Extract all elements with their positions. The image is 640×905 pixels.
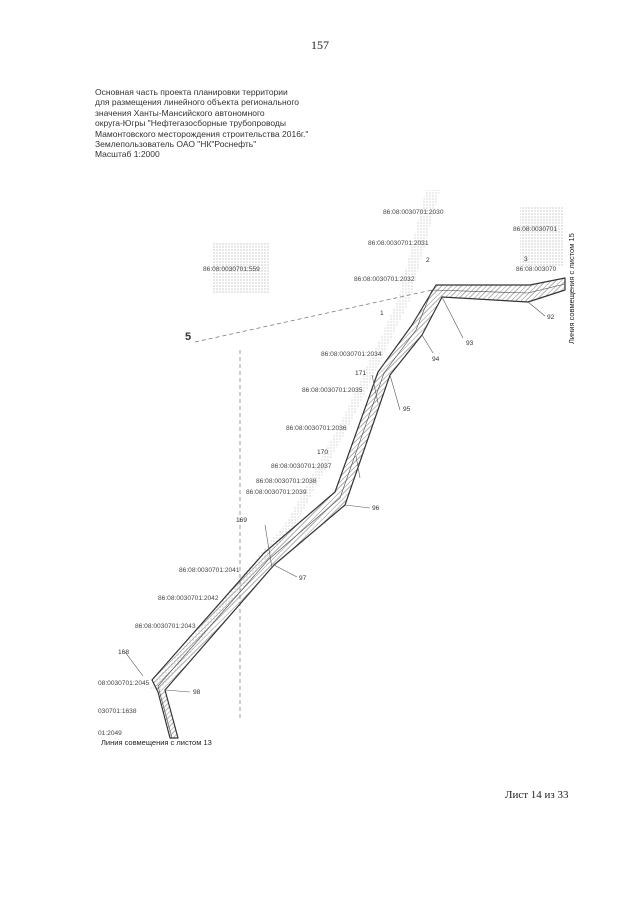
- reference-line: [194, 289, 433, 343]
- title-line: для размещения линейного объекта региона…: [95, 97, 299, 108]
- title-line: Основная часть проекта планировки террит…: [95, 87, 288, 97]
- point-label: 94: [432, 356, 440, 363]
- point-label: 1: [380, 310, 384, 317]
- parcel-label: 030701:1638: [98, 708, 137, 715]
- land-user-line: Землепользователь ОАО "НК"Роснефть": [95, 139, 257, 150]
- point-label: 3: [524, 256, 528, 263]
- parcel-label: 86:08:0030701:2030: [383, 209, 444, 216]
- point-label: 98: [193, 689, 201, 696]
- point-leaders: [124, 296, 546, 693]
- match-line-bottom: Линия совмещения с листом 13: [101, 738, 212, 747]
- title-line: Мамонтовского месторождения строительств…: [95, 128, 309, 139]
- parcel-label: 86:08:0030701:2039: [246, 489, 307, 496]
- parcel-label: 86:08:0030701:2043: [135, 623, 196, 630]
- parcel-label: 86:08:003070: [516, 266, 557, 273]
- parcel-label: 08:0030701:2045: [98, 680, 150, 687]
- pipeline-centerline: [431, 283, 566, 294]
- parcel-label: 86:08:0030701: [513, 226, 557, 233]
- scale-line: Масштаб 1:2000: [95, 149, 160, 160]
- title-line: значения Ханты-Мансийского автономного: [95, 107, 265, 118]
- point-label: 168: [118, 649, 129, 656]
- parcel-label: 86:08:0030701:2038: [256, 478, 317, 485]
- point-label: 171: [355, 370, 366, 377]
- parcel-label: 86:08:0030701:2036: [286, 425, 347, 432]
- map-title-block: Основная часть проекта планировки террит…: [95, 87, 308, 160]
- parcel-label: 86:08:0030701:2032: [354, 276, 415, 283]
- point-label: 92: [547, 314, 555, 321]
- page-number: 157: [311, 38, 329, 52]
- match-line-right: Линия совмещения с листом 15: [567, 233, 576, 344]
- dotted-parcel-area: [520, 207, 564, 267]
- dotted-parcel-strip: [148, 190, 440, 690]
- dotted-parcel-area: [213, 243, 269, 293]
- pipeline-corridor: [151, 277, 566, 739]
- title-line: округа-Югры "Нефтегазосборные трубопрово…: [95, 118, 286, 129]
- point-label: 95: [403, 406, 411, 413]
- point-label: 2: [426, 257, 430, 264]
- point-label: 96: [372, 505, 380, 512]
- point-label: 169: [236, 517, 247, 524]
- sheet-number: Лист 14 из 33: [505, 789, 569, 801]
- parcel-label: 86:08:0030701:2042: [158, 595, 219, 602]
- parcel-label: 01:2049: [98, 730, 122, 737]
- parcel-label: 86:08:0030701:2041: [179, 567, 240, 574]
- pipeline-centerline: [157, 289, 433, 739]
- parcel-label: 86:08:0030701:2037: [271, 463, 332, 470]
- parcel-label: 86:08:0030701:2031: [368, 240, 429, 247]
- section-mark: 5: [185, 331, 191, 343]
- point-label: 93: [466, 340, 474, 347]
- parcel-label: 86:08:0030701:559: [203, 266, 260, 273]
- point-label: 97: [299, 575, 307, 582]
- parcel-label: 86:08:0030701:2035: [302, 387, 363, 394]
- parcel-label: 86:08:0030701:2034: [321, 351, 382, 358]
- point-label: 170: [317, 449, 328, 456]
